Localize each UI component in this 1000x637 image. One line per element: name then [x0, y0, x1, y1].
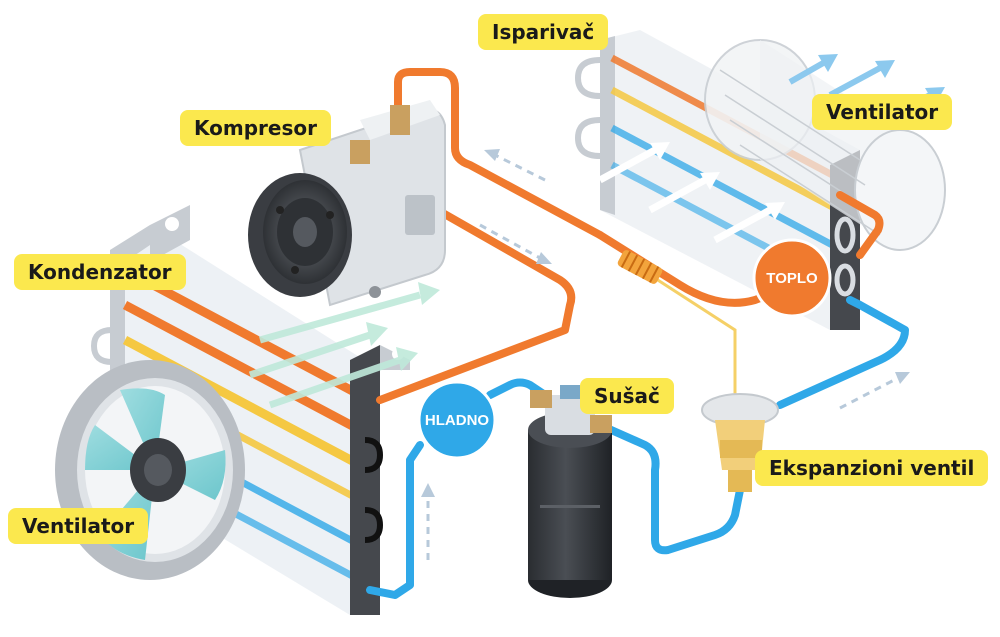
label-ventilator-bottom: Ventilator	[8, 508, 149, 544]
hladno-text: HLADNO	[424, 411, 490, 429]
receiver-drier	[528, 385, 612, 598]
condenser-fan	[55, 360, 245, 580]
expansion-valve	[701, 393, 779, 492]
label-isparivac: Isparivač	[478, 14, 609, 50]
copper-coil	[617, 250, 663, 284]
evaporator-airflow-arrows	[598, 142, 785, 244]
toplo-bubble-shape	[752, 238, 832, 318]
flow-direction-arrows	[421, 149, 910, 560]
toplo-text: TOPLO	[766, 269, 818, 287]
label-susac: Sušač	[580, 378, 674, 414]
hladno-bubble-shape	[417, 380, 497, 460]
toplo-label: TOPLO	[754, 240, 830, 316]
label-kompresor: Kompresor	[180, 110, 331, 146]
sensing-line	[649, 273, 737, 395]
hot-pipes	[336, 68, 884, 404]
label-ventilator-top: Ventilator	[812, 94, 953, 130]
hladno-label: HLADNO	[419, 382, 495, 458]
compressor	[248, 100, 446, 307]
condenser-airflow-arrows	[248, 282, 440, 409]
label-ekspanzioni-ventil: Ekspanzioni ventil	[755, 450, 989, 486]
label-kondenzator: Kondenzator	[14, 254, 186, 290]
cold-pipes	[366, 296, 909, 599]
